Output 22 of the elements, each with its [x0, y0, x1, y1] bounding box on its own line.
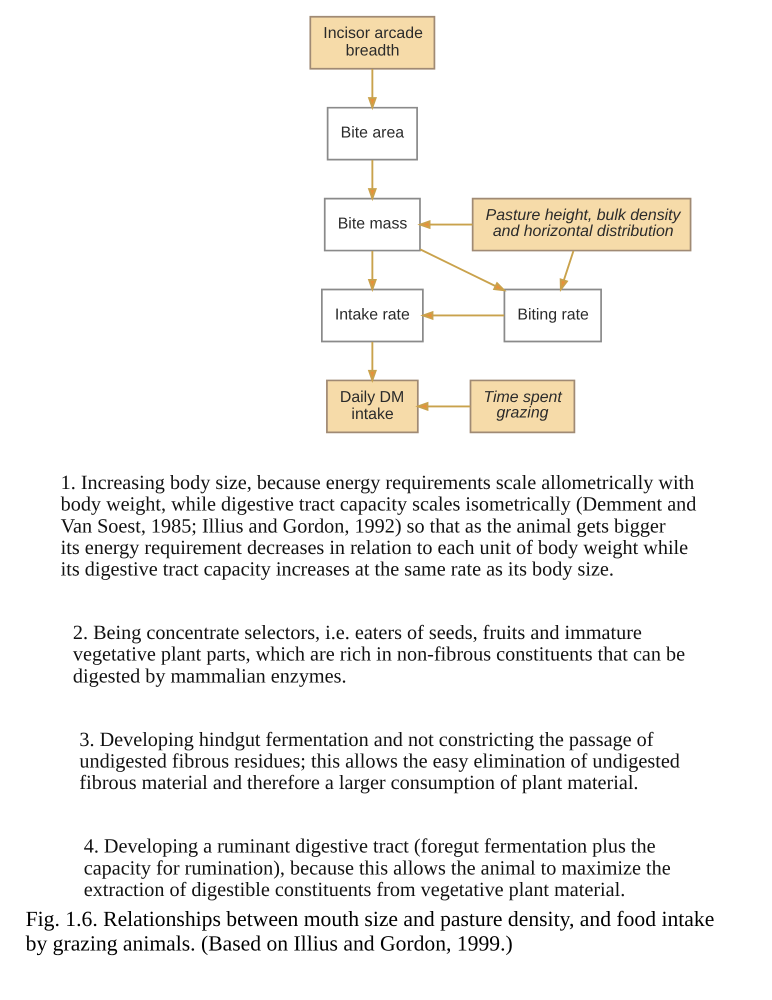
node-box: Incisor arcade breadth: [309, 15, 436, 70]
arrow: [368, 250, 377, 292]
node-box: Bite area: [326, 106, 418, 160]
label: 1. Increasing body size, because energy requirements scale allometrically with body weight, while digestive tract capacity scales isometrically (Demment and Van Soest, 1985; Illius and Gordon, 1992) so that as the animal gets bigger its energy requirement decreases in relation to each unit of body weight while its digestive tract capacity increases at the same rate as its body size.: [60, 471, 696, 580]
caption: Fig. 1.6. Relationships between mouth size and pasture density, and food intake by grazing animals. (Based on Illius and Gordon, 1999.): [26, 906, 714, 955]
arrow: [415, 401, 470, 410]
node-box: Biting rate: [504, 288, 602, 342]
arrow: [420, 248, 507, 292]
node-box: Daily DM intake: [326, 379, 419, 433]
arrow: [368, 68, 377, 110]
node-box: Bite mass: [324, 197, 421, 251]
arrow: [560, 250, 574, 292]
arrow: [368, 160, 377, 201]
label: 3. Developing hindgut fermentation and not constricting the passage of undigested fibrous residues; this allows the easy elimination of undigested fibrous material and therefore a larger consumption of plant material.: [79, 728, 680, 794]
label: 4. Developing a ruminant digestive tract (foregut fermentation plus the capacity for rumination), because this allows the animal to maximize the extraction of digestible constituents from vegetative plant material.: [84, 835, 671, 900]
label: 2. Being concentrate selectors, i.e. eaters of seeds, fruits and immature vegetative plant parts, which are rich in non-fibrous constituents that can be digested by mammalian enzymes.: [72, 622, 686, 687]
arrow: [420, 310, 504, 320]
node-box: Time spent grazing: [470, 379, 576, 433]
node-box: Intake rate: [321, 288, 424, 342]
arrow: [417, 219, 473, 229]
arrow: [368, 341, 377, 383]
node-box: Pasture height, bulk density and horizontal distribution: [472, 197, 692, 251]
